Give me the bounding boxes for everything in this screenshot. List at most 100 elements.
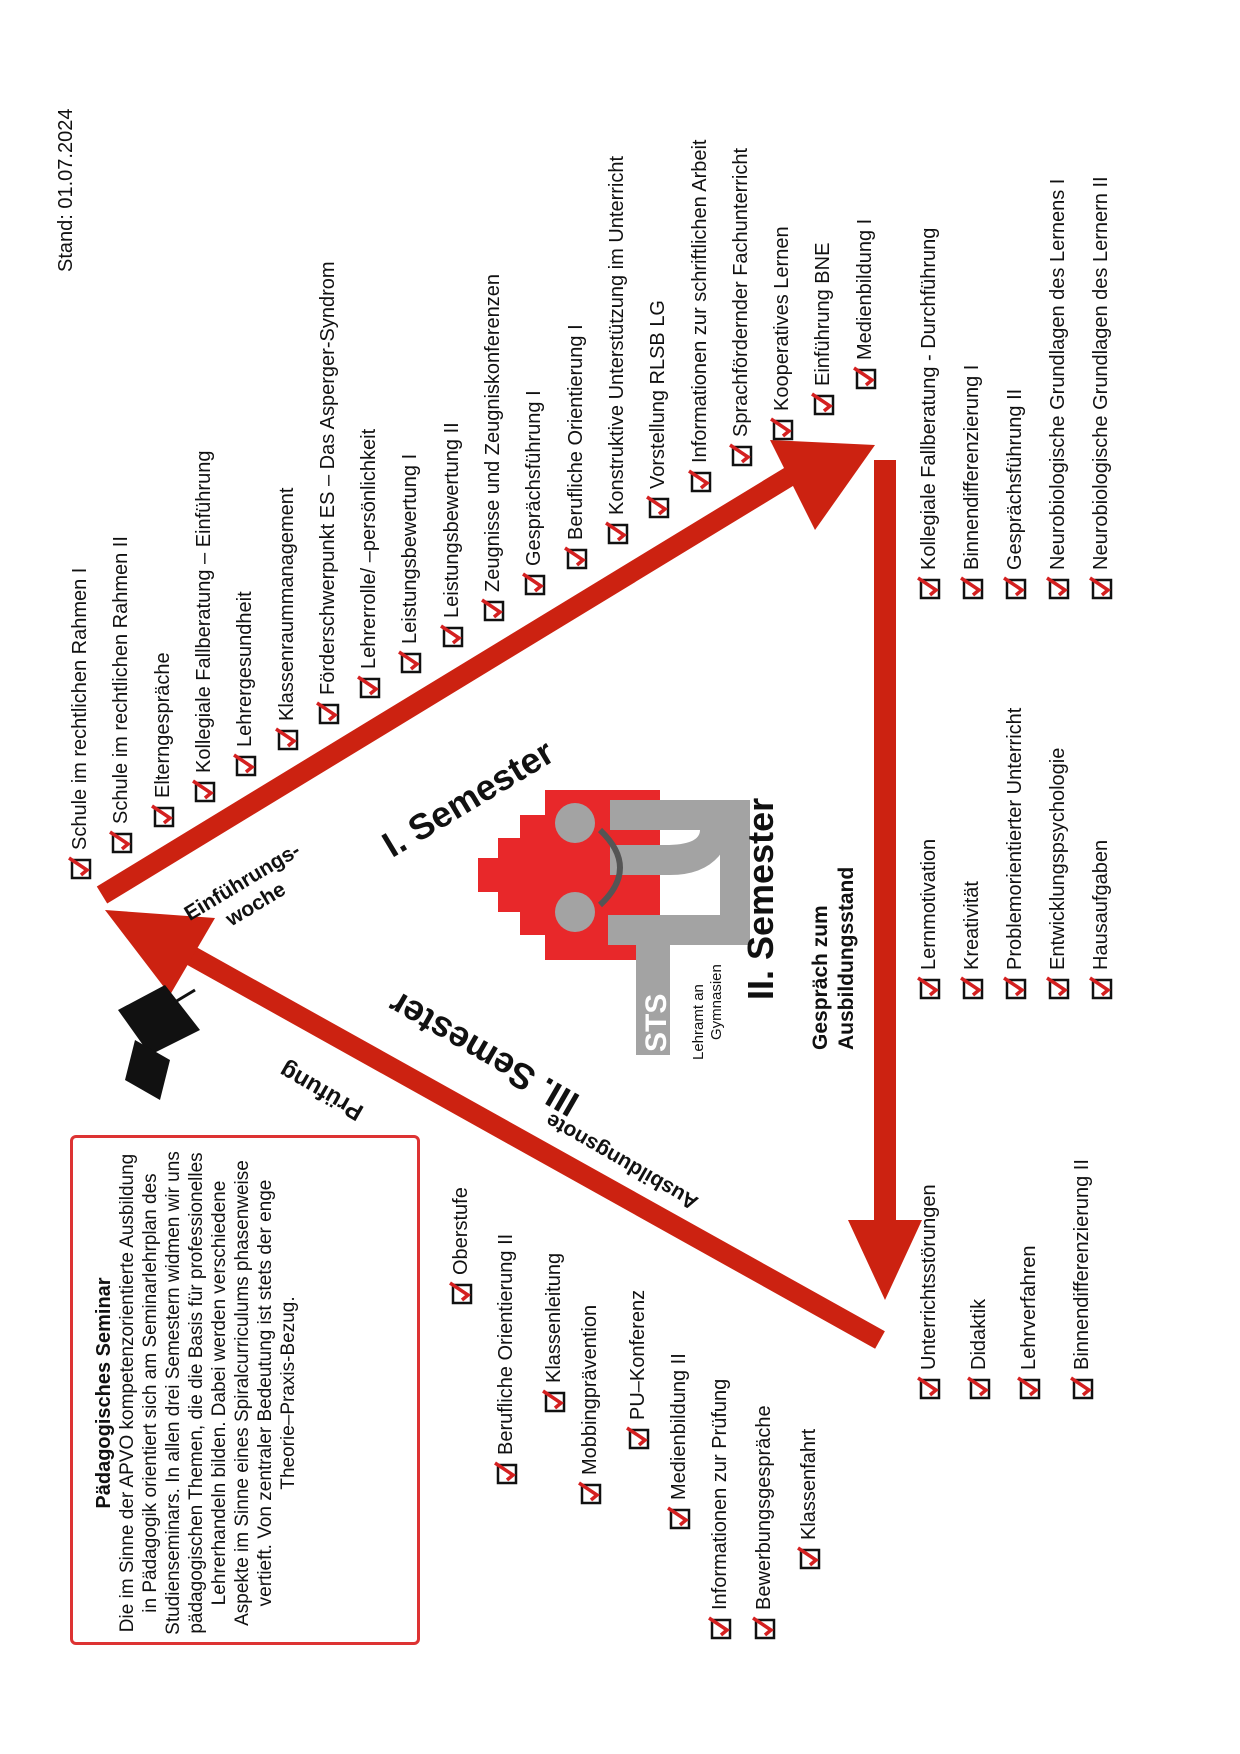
checkbox-check-icon — [439, 624, 463, 648]
logo-line2: Gymnasien — [708, 964, 725, 1040]
semester-1-item-label: Leistungsbewertung I — [399, 453, 422, 644]
semester-1-item-6: Klassenraummanagement — [274, 487, 299, 751]
semester-1-item-label: Klassenraummanagement — [275, 487, 298, 721]
semester-1-item-15: Vorstellung RLSB LG — [646, 300, 670, 519]
semester-1-item-14: Konstruktive Unterstützung im Unterricht — [604, 156, 629, 545]
semester-3-item-3: Klassenleitung — [542, 1253, 566, 1413]
semester-2-right-item-label: Neurobiologische Grundlagen des Lernern … — [1090, 176, 1112, 570]
arrow-semester-1 — [96, 440, 875, 904]
semester-2-low-item-label: Didaktik — [968, 1298, 990, 1370]
checkbox-check-icon — [604, 521, 629, 544]
info-title: Pädagogisches Seminar — [93, 1277, 115, 1509]
checkbox-check-icon — [917, 1376, 941, 1400]
semester-3-item-9: Klassenfahrt — [797, 1429, 821, 1570]
semester-1-item-label: Einführung BNE — [812, 242, 835, 386]
semester-1-item-label: Kollegiale Fallberatung – Einführung — [192, 450, 215, 773]
semester-1-item-label: Kooperatives Lernen — [771, 226, 794, 412]
checkbox-check-icon — [626, 1426, 650, 1450]
checkbox-check-icon — [563, 546, 587, 570]
semester-2-right-item-label: Binnendifferenzierung I — [961, 364, 983, 570]
semester-2-right-item-label: Gesprächsführung II — [1004, 388, 1026, 570]
semester-1-item-label: Lehrergesundheit — [234, 591, 257, 747]
semester-2-right-item-label: Neurobiologische Grundlagen des Lernens … — [1047, 178, 1069, 570]
semester-1-item-16: Informationen zur schriftlichen Arbeit — [687, 139, 712, 494]
logo-letters: STS — [640, 993, 673, 1052]
checkbox-check-icon — [797, 1546, 821, 1570]
checkbox-check-icon — [398, 650, 422, 673]
semester-1-item-label: Lehrerrolle/ –persönlichkeit — [358, 429, 381, 670]
info-text-block: Pädagogisches Seminar Die im Sinne der A… — [93, 1148, 300, 1638]
semester-2-mid-item-label: Lernmotivation — [918, 838, 940, 970]
semester-3-item-1: Oberstufe — [449, 1187, 473, 1305]
checkbox-check-icon — [522, 572, 546, 596]
semester-3-item-label: Medienbildung II — [668, 1353, 690, 1500]
gespraech-line2: Ausbildungsstand — [835, 866, 858, 1050]
semester-2-right-item-4: Neurobiologische Grundlagen des Lernens … — [1046, 179, 1070, 600]
semester-3-item-label: Oberstufe — [450, 1187, 472, 1275]
checkbox-check-icon — [357, 675, 381, 699]
semester-3-item-8: Bewerbungsgespräche — [752, 1405, 776, 1640]
checkbox-check-icon — [68, 856, 92, 880]
semester-1-item-label: Förderschwerpunkt ES – Das Asperger-Synd… — [316, 261, 339, 696]
arrow-semester-2 — [848, 460, 922, 1300]
semester-3-item-label: Berufliche Orientierung II — [495, 1233, 517, 1455]
semester-2-low-item-label: Binnendifferenzierung II — [1071, 1159, 1093, 1370]
checkbox-check-icon — [960, 576, 984, 600]
checkbox-check-icon — [646, 495, 670, 519]
semester-1-item-label: Berufliche Orientierung I — [564, 324, 587, 541]
semester-1-item-13: Berufliche Orientierung I — [563, 324, 588, 571]
semester-3-item-2: Berufliche Orientierung II — [494, 1234, 518, 1485]
semester-2-mid-item-5: Hausaufgaben — [1089, 840, 1113, 1000]
semester-1-item-5: Lehrergesundheit — [233, 591, 257, 777]
semester-1-item-19: Einführung BNE — [811, 242, 835, 415]
semester-2-mid-item-4: Entwicklungspsychologie — [1046, 748, 1070, 1000]
checkbox-check-icon — [191, 779, 216, 802]
semester-3-item-label: Bewerbungsgespräche — [753, 1405, 775, 1610]
checkbox-check-icon — [233, 753, 257, 777]
semester-3-item-6: Medienbildung II — [667, 1353, 691, 1530]
semester-1-item-label: Sprachfördernder Fachunterricht — [729, 148, 752, 438]
semester-1-item-label: Informationen zur schriftlichen Arbeit — [688, 139, 711, 464]
semester-1-item-label: Leistungsbewertung II — [440, 422, 463, 618]
checkbox-check-icon — [449, 1281, 473, 1305]
arrow-semester-3 — [105, 910, 885, 1349]
semester-2-low-item-label: Lehrverfahren — [1018, 1245, 1040, 1370]
semester-1-item-4: Kollegiale Fallberatung – Einführung — [191, 450, 216, 802]
semester-2-mid-item-3: Problemorientierter Unterricht — [1003, 708, 1027, 1000]
semester-2-title: II. Semester — [740, 797, 781, 1000]
checkbox-check-icon — [1017, 1376, 1041, 1400]
semester-1-item-label: Medienbildung I — [853, 218, 876, 360]
semester-2-mid-item-1: Lernmotivation — [917, 839, 941, 1000]
checkbox-check-icon — [728, 443, 753, 467]
semester-1-item-2: Schule im rechtlichen Rahmen II — [109, 536, 133, 854]
checkbox-check-icon — [852, 366, 876, 390]
checkbox-check-icon — [542, 1389, 566, 1413]
sts-logo — [478, 790, 750, 1055]
checkbox-check-icon — [494, 1461, 518, 1485]
checkbox-check-icon — [1046, 576, 1070, 600]
checkbox-check-icon — [150, 804, 174, 828]
gespraech-line1: Gespräch zum — [809, 905, 832, 1050]
checkbox-check-icon — [1070, 1376, 1094, 1400]
semester-2-low-item-1: Unterrichtsstörungen — [917, 1184, 941, 1400]
semester-3-item-7: Informationen zur Prüfung — [708, 1379, 732, 1640]
checkbox-check-icon — [770, 417, 794, 441]
semester-2-right-item-1: Kollegiale Fallberatung - Durchführung — [917, 228, 941, 600]
checkbox-check-icon — [1089, 576, 1113, 600]
semester-1-item-12: Gesprächsführung I — [522, 391, 546, 597]
semester-2-right-item-label: Kollegiale Fallberatung - Durchführung — [918, 227, 940, 570]
semester-1-item-8: Lehrerrolle/ –persönlichkeit — [357, 429, 381, 699]
semester-1-item-1: Schule im rechtlichen Rahmen I — [68, 568, 92, 880]
checkbox-check-icon — [109, 830, 133, 854]
semester-2-low-item-2: Didaktik — [967, 1299, 991, 1400]
semester-3-item-label: Informationen zur Prüfung — [709, 1378, 731, 1610]
checkbox-check-icon — [752, 1616, 776, 1640]
checkbox-check-icon — [1089, 976, 1113, 1000]
semester-2-mid-item-label: Problemorientierter Unterricht — [1004, 707, 1026, 970]
semester-1-item-label: Vorstellung RLSB LG — [647, 299, 670, 489]
semester-2-right-item-5: Neurobiologische Grundlagen des Lernern … — [1089, 176, 1113, 600]
semester-2-right-item-2: Binnendifferenzierung I — [960, 365, 984, 600]
semester-2-mid-item-label: Entwicklungspsychologie — [1047, 747, 1069, 970]
semester-3-item-label: PU–Konferenz — [627, 1289, 649, 1420]
semester-2-low-item-4: Binnendifferenzierung II — [1070, 1159, 1094, 1400]
